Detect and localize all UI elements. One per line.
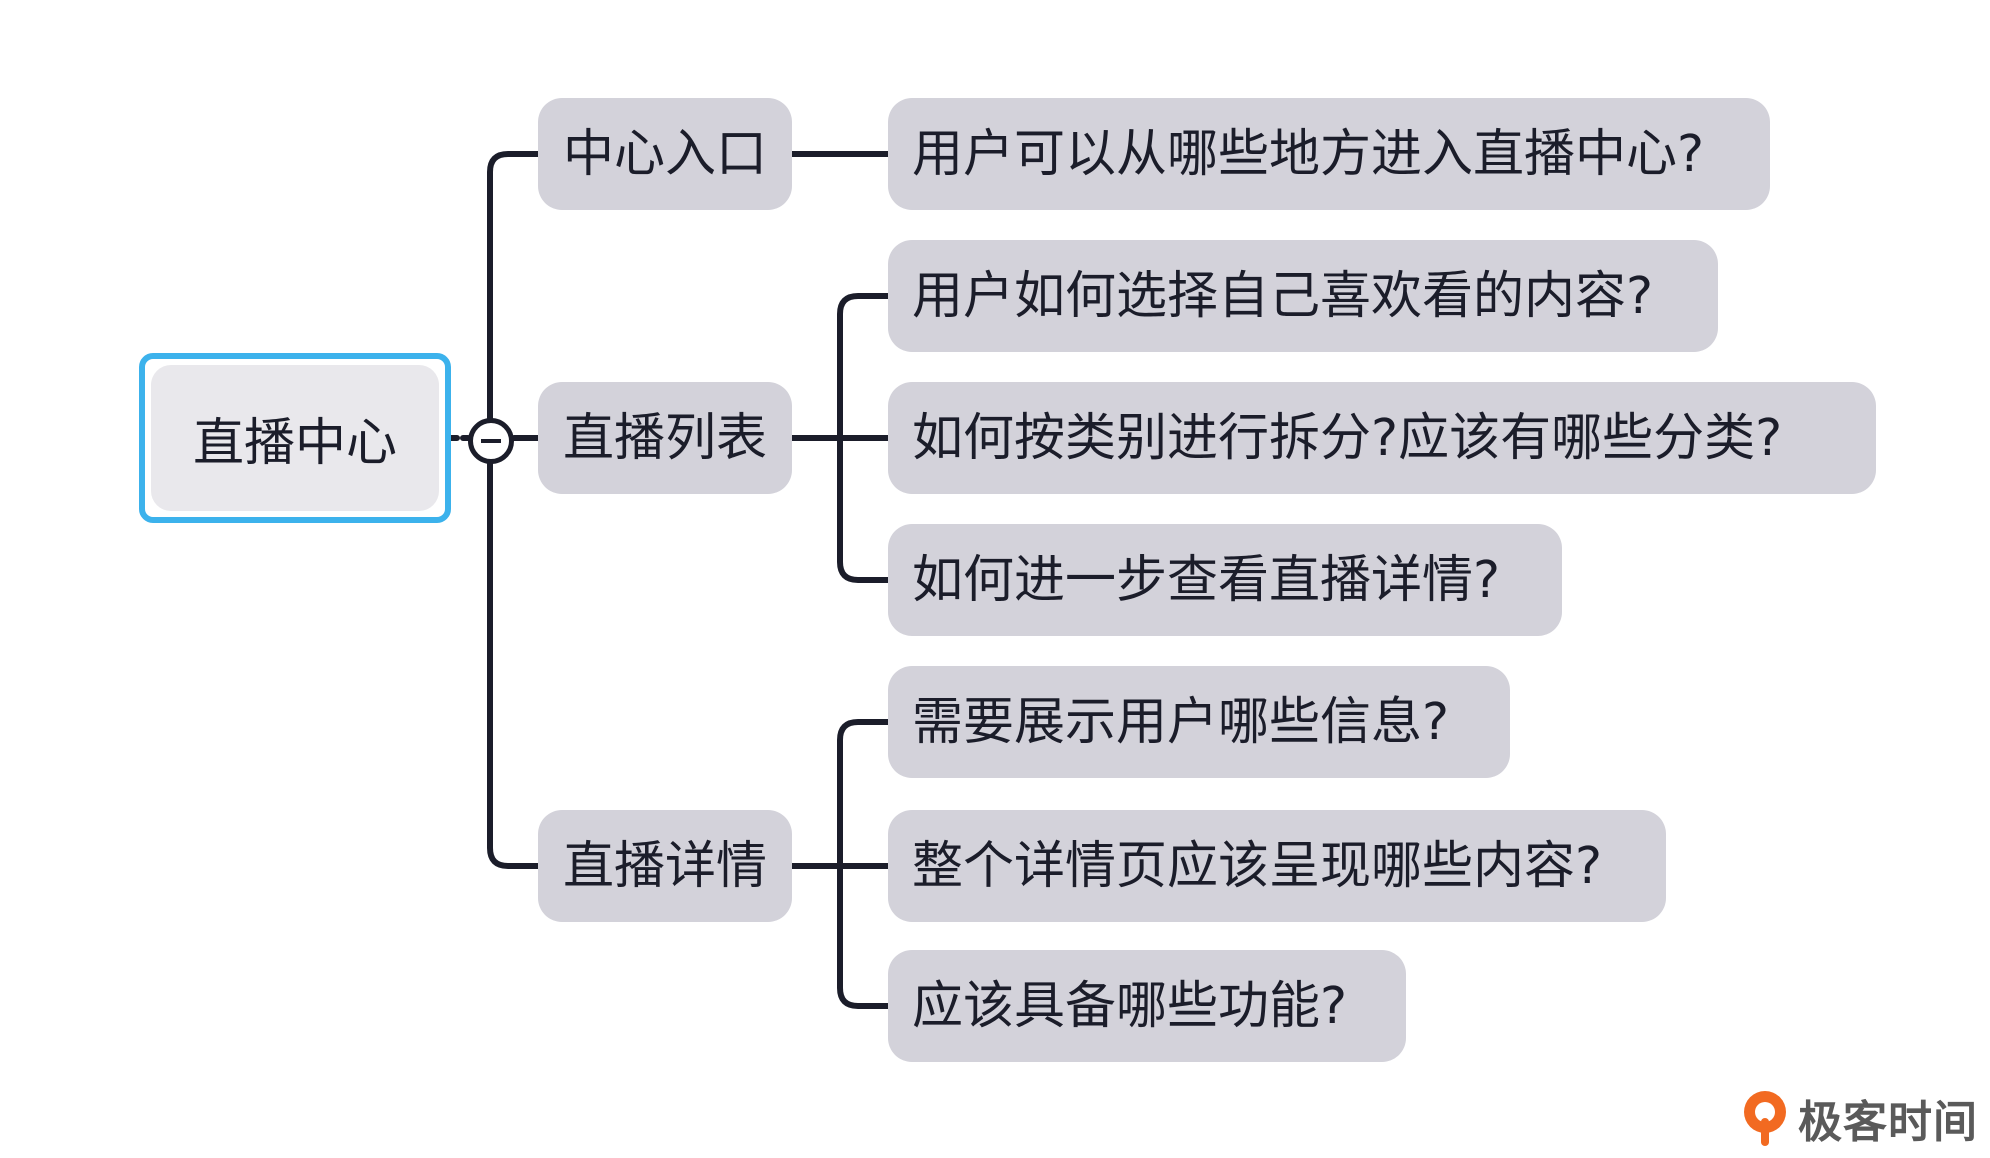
leaf-node-entry-question[interactable]: 用户可以从哪些地方进入直播中心? bbox=[888, 98, 1770, 210]
connector-branch2-spine bbox=[789, 293, 891, 583]
leaf-node-label: 如何进一步查看直播详情? bbox=[912, 550, 1501, 610]
watermark-text: 极客时间 bbox=[1798, 1097, 1978, 1148]
leaf-node-category-split[interactable]: 如何按类别进行拆分?应该有哪些分类? bbox=[888, 382, 1876, 494]
leaf-node-choose-content[interactable]: 用户如何选择自己喜欢看的内容? bbox=[888, 240, 1718, 352]
connector-spine-main bbox=[487, 151, 541, 869]
leaf-node-label: 如何按类别进行拆分?应该有哪些分类? bbox=[912, 408, 1783, 468]
leaf-node-label: 用户如何选择自己喜欢看的内容? bbox=[912, 266, 1654, 326]
collapse-toggle-icon[interactable] bbox=[468, 418, 514, 464]
branch-node-center-entry[interactable]: 中心入口 bbox=[538, 98, 792, 210]
branch-node-live-list[interactable]: 直播列表 bbox=[538, 382, 792, 494]
geektime-logo-icon bbox=[1744, 1091, 1786, 1146]
leaf-node-features[interactable]: 应该具备哪些功能? bbox=[888, 950, 1406, 1062]
leaf-node-detail-content[interactable]: 整个详情页应该呈现哪些内容? bbox=[888, 810, 1666, 922]
connector-branch3-spine bbox=[789, 719, 891, 1009]
branch-node-live-detail[interactable]: 直播详情 bbox=[538, 810, 792, 922]
leaf-node-label: 用户可以从哪些地方进入直播中心? bbox=[912, 124, 1705, 184]
leaf-node-label: 整个详情页应该呈现哪些内容? bbox=[912, 836, 1603, 896]
leaf-node-label: 应该具备哪些功能? bbox=[912, 976, 1348, 1036]
branch-node-label: 直播列表 bbox=[562, 408, 767, 468]
leaf-node-label: 需要展示用户哪些信息? bbox=[912, 692, 1450, 752]
root-node-label: 直播中心 bbox=[192, 414, 397, 473]
leaf-node-user-info[interactable]: 需要展示用户哪些信息? bbox=[888, 666, 1510, 778]
branch-node-label: 直播详情 bbox=[562, 836, 767, 896]
branch-node-label: 中心入口 bbox=[562, 124, 767, 184]
brand-watermark: 极客时间 bbox=[1740, 1088, 1978, 1148]
leaf-node-view-detail[interactable]: 如何进一步查看直播详情? bbox=[888, 524, 1562, 636]
root-node[interactable]: 直播中心 bbox=[151, 365, 439, 511]
